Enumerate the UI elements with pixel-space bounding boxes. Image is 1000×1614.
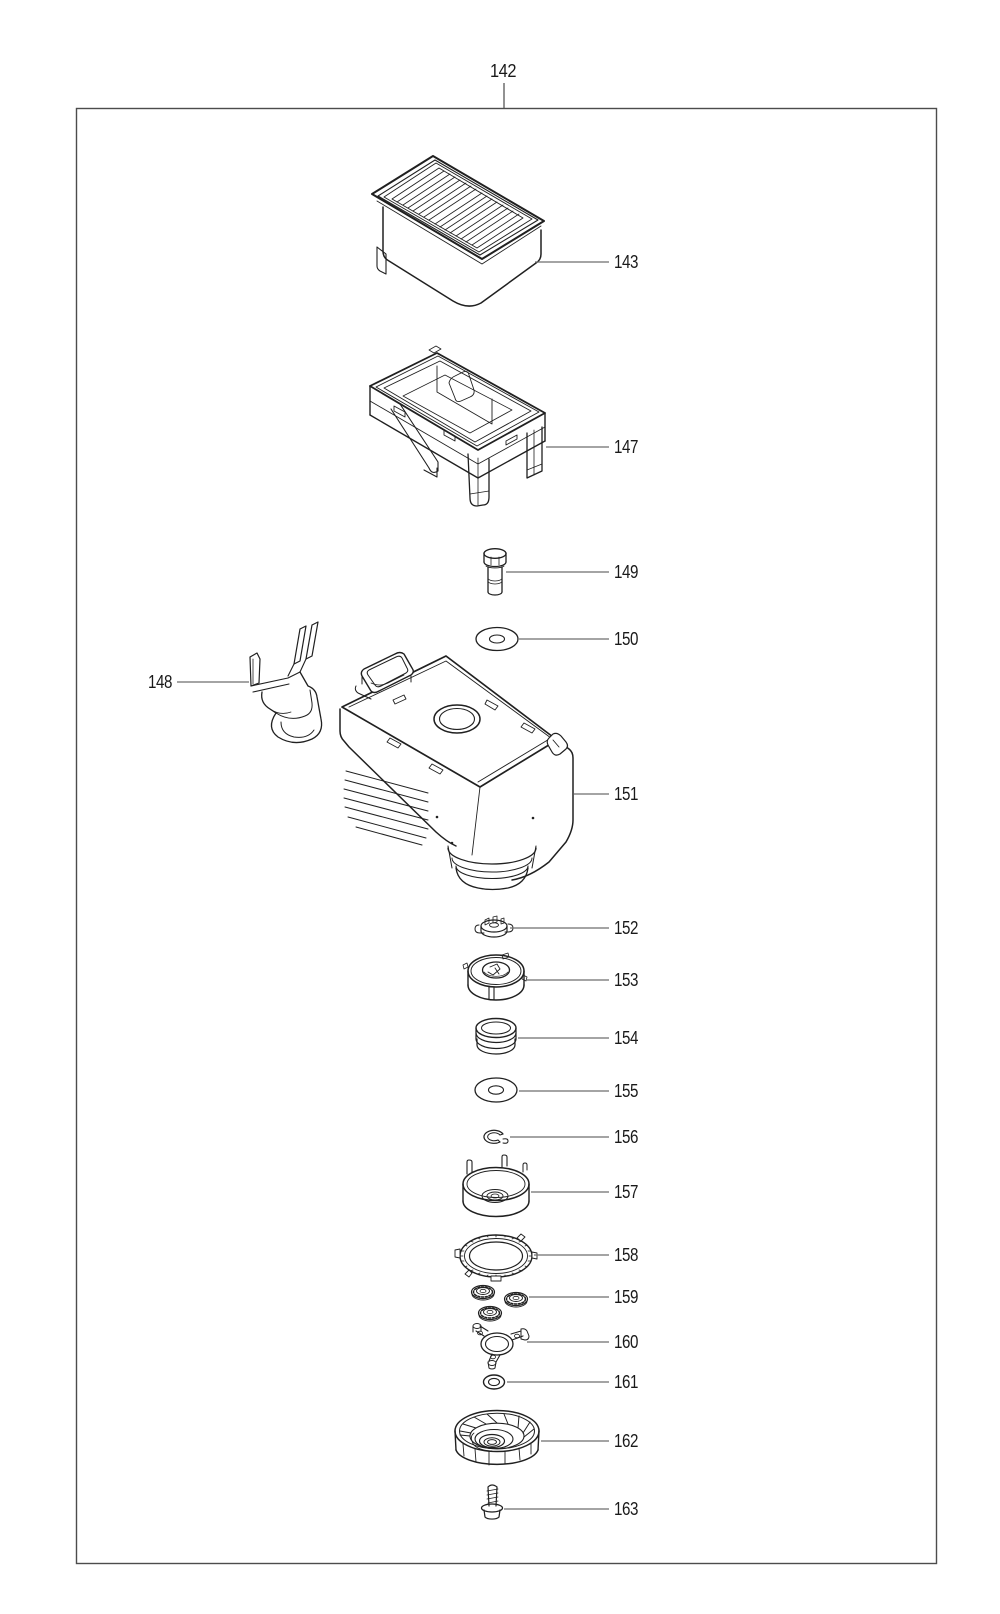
part-151-drawing bbox=[339, 651, 574, 891]
callout-label-150: 150 bbox=[614, 629, 638, 649]
callout-label-143: 143 bbox=[614, 252, 638, 272]
part-159-nut-b bbox=[503, 1291, 529, 1308]
callout-label-154: 154 bbox=[614, 1028, 638, 1048]
callout-label-156: 156 bbox=[614, 1127, 638, 1147]
part-148-drawing bbox=[249, 621, 323, 744]
part-153-drawing bbox=[462, 952, 528, 1001]
callout-label-158: 158 bbox=[614, 1245, 638, 1265]
part-158-drawing bbox=[454, 1233, 538, 1282]
part-152-drawing bbox=[474, 915, 514, 938]
diagram-frame bbox=[75, 107, 938, 1565]
callout-label-153: 153 bbox=[614, 970, 638, 990]
part-162-drawing bbox=[454, 1409, 540, 1466]
part-163-drawing bbox=[480, 1484, 504, 1520]
part-156-drawing bbox=[483, 1129, 509, 1144]
part-159-drawing bbox=[470, 1284, 529, 1322]
callout-label-161: 161 bbox=[614, 1372, 638, 1392]
callout-label-162: 162 bbox=[614, 1431, 638, 1451]
part-155-drawing bbox=[474, 1077, 518, 1103]
part-160-drawing bbox=[472, 1323, 530, 1370]
callout-label-163: 163 bbox=[614, 1499, 638, 1519]
callout-label-147: 147 bbox=[614, 437, 638, 457]
callout-label-149: 149 bbox=[614, 562, 638, 582]
callout-label-159: 159 bbox=[614, 1287, 638, 1307]
part-159-nut-c bbox=[477, 1305, 503, 1322]
part-161-drawing bbox=[482, 1374, 506, 1390]
part-143-drawing bbox=[371, 155, 545, 307]
part-149-drawing bbox=[483, 548, 507, 596]
part-159-nut-a bbox=[470, 1284, 496, 1301]
callout-label-152: 152 bbox=[614, 918, 638, 938]
part-147-drawing bbox=[369, 345, 546, 507]
callout-label-155: 155 bbox=[614, 1081, 638, 1101]
callout-label-157: 157 bbox=[614, 1182, 638, 1202]
callout-label-160: 160 bbox=[614, 1332, 638, 1352]
callout-label-148: 148 bbox=[148, 672, 172, 692]
part-157-drawing bbox=[462, 1154, 530, 1218]
part-150-drawing bbox=[475, 626, 519, 652]
part-154-drawing bbox=[475, 1017, 517, 1055]
callouts: 143 147 149 150 148 151 152 153 154 155 … bbox=[148, 252, 639, 1519]
figure-number-label: 142 bbox=[490, 61, 516, 81]
callout-label-151: 151 bbox=[614, 784, 638, 804]
